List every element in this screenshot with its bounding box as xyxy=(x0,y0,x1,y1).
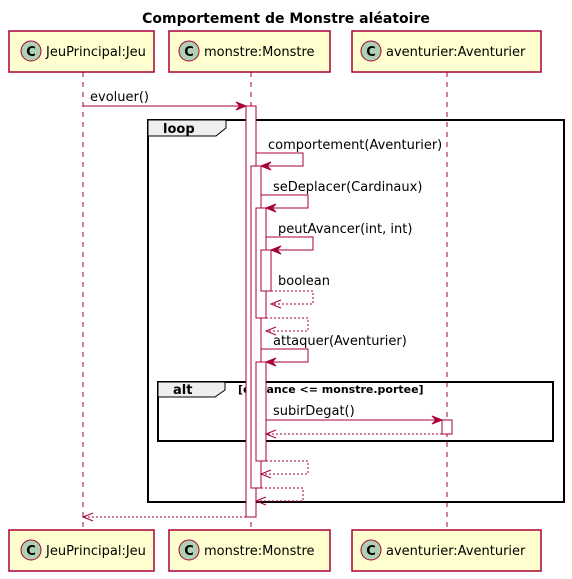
class-badge-icon xyxy=(178,539,200,561)
activation-monstre-comportement xyxy=(250,165,262,489)
class-badge-letter: C xyxy=(366,544,376,559)
alt-guard: [distance <= monstre.portee] xyxy=(238,383,424,396)
class-badge-letter: C xyxy=(184,45,194,60)
participant-label: JeuPrincipal:Jeu xyxy=(45,45,146,60)
class-badge-icon xyxy=(360,539,382,561)
message-comportement: comportement(Aventurier) xyxy=(256,138,442,171)
participant-jeu-top: C JeuPrincipal:Jeu xyxy=(8,30,155,73)
return-subirDegat xyxy=(264,429,442,439)
message-label: seDeplacer(Cardinaux) xyxy=(273,180,422,195)
return-boolean: boolean xyxy=(269,274,330,309)
class-badge-letter: C xyxy=(366,45,376,60)
class-badge-icon xyxy=(20,539,42,561)
activation-monstre-attaquer xyxy=(255,361,267,462)
message-peutAvancer: peutAvancer(int, int) xyxy=(266,222,412,255)
return-seDeplacer xyxy=(264,317,309,336)
message-label: evoluer() xyxy=(90,90,149,105)
participant-label: JeuPrincipal:Jeu xyxy=(45,544,146,559)
message-label: subirDegat() xyxy=(273,404,355,419)
participant-label: monstre:Monstre xyxy=(204,544,315,559)
alt-fragment: alt [distance <= monstre.portee] xyxy=(157,381,554,442)
return-attaquer xyxy=(259,460,309,479)
class-badge-letter: C xyxy=(26,544,36,559)
return-evoluer xyxy=(81,512,246,522)
class-badge-letter: C xyxy=(26,45,36,60)
diagram-title: Comportement de Monstre aléatoire xyxy=(142,11,430,27)
return-comportement xyxy=(254,487,304,506)
participant-label: aventurier:Aventurier xyxy=(386,544,526,559)
message-label: boolean xyxy=(278,274,330,289)
participant-monstre-bottom: C monstre:Monstre xyxy=(168,529,331,572)
message-label: comportement(Aventurier) xyxy=(268,138,442,153)
participant-jeu-bottom: C JeuPrincipal:Jeu xyxy=(8,529,155,572)
class-badge-letter: C xyxy=(184,544,194,559)
message-subirDegat: subirDegat() xyxy=(266,404,444,425)
participant-aventurier-bottom: C aventurier:Aventurier xyxy=(351,529,542,572)
activation-monstre-peutAvancer xyxy=(260,249,272,292)
message-evoluer: evoluer() xyxy=(83,90,248,111)
message-label: peutAvancer(int, int) xyxy=(278,222,412,237)
activation-aventurier-subirDegat xyxy=(441,419,453,435)
message-label: attaquer(Aventurier) xyxy=(273,334,407,349)
alt-keyword: alt xyxy=(173,383,192,398)
loop-fragment: loop xyxy=(147,119,565,503)
participant-label: aventurier:Aventurier xyxy=(386,45,526,60)
class-badge-icon xyxy=(360,40,382,62)
participant-aventurier-top: C aventurier:Aventurier xyxy=(351,30,542,73)
class-badge-icon xyxy=(178,40,200,62)
message-seDeplacer: seDeplacer(Cardinaux) xyxy=(261,180,422,213)
loop-keyword: loop xyxy=(163,122,195,137)
message-attaquer: attaquer(Aventurier) xyxy=(261,334,407,367)
class-badge-icon xyxy=(20,40,42,62)
participant-label: monstre:Monstre xyxy=(204,45,315,60)
participant-monstre-top: C monstre:Monstre xyxy=(168,30,331,73)
